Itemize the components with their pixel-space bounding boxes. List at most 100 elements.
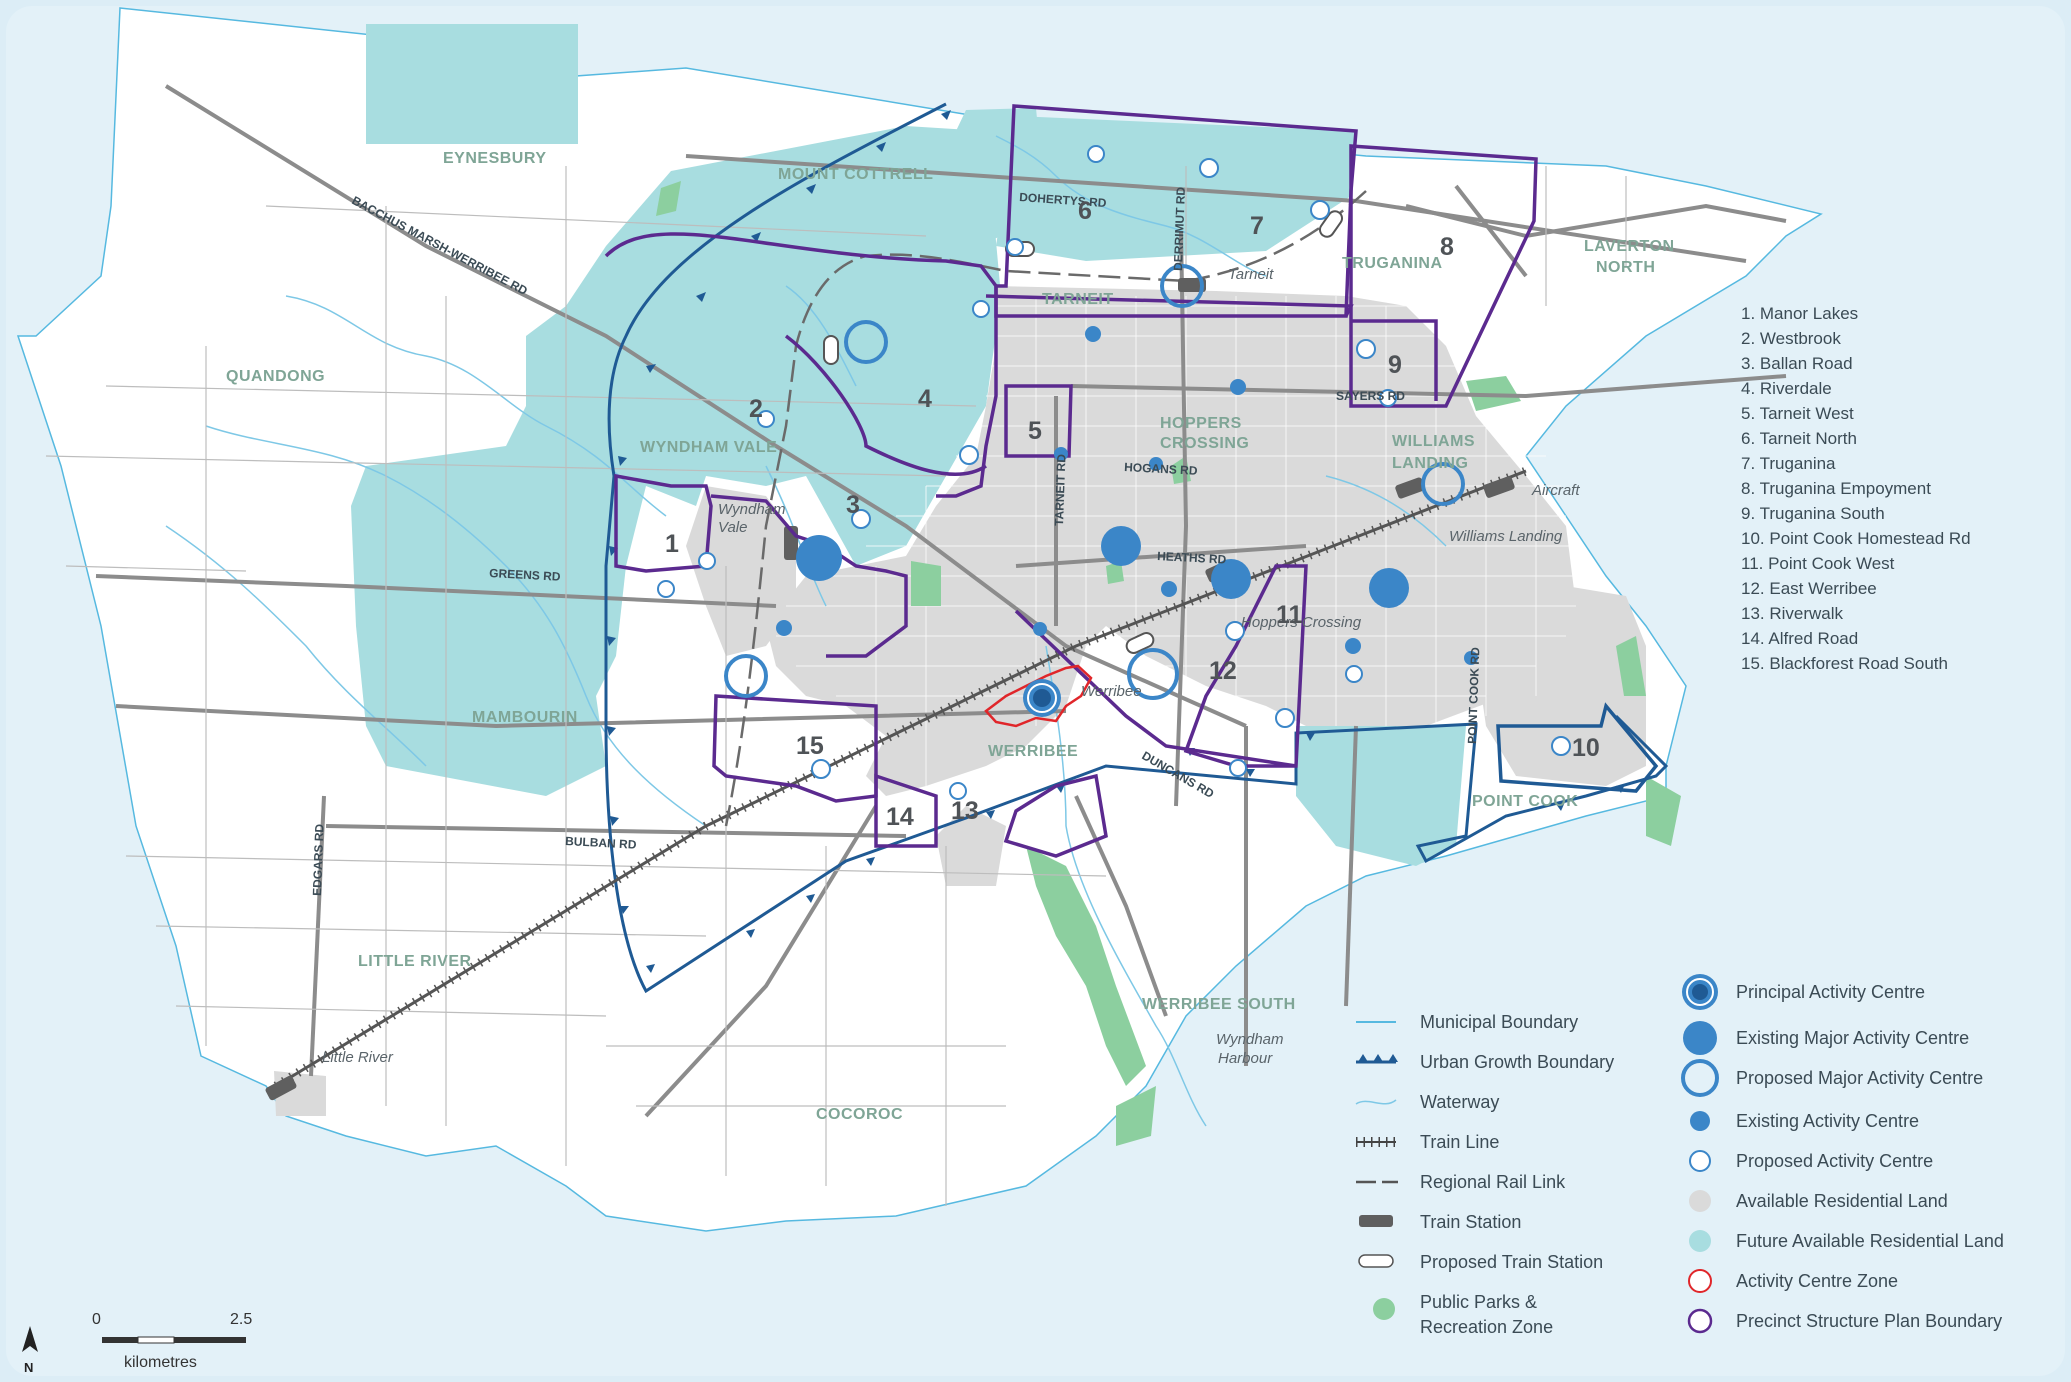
svg-text:10: 10 xyxy=(1572,734,1600,762)
svg-text:4. Riverdale: 4. Riverdale xyxy=(1741,379,1832,398)
svg-text:Public Parks &: Public Parks & xyxy=(1420,1292,1537,1312)
legend-symbols: Principal Activity Centre Existing Major… xyxy=(1681,974,2004,1334)
svg-text:SAYERS RD: SAYERS RD xyxy=(1336,389,1405,403)
future-residential-land-icon xyxy=(1689,1230,1711,1252)
svg-text:HOGANS RD: HOGANS RD xyxy=(1124,460,1198,478)
legend-lines: Municipal Boundary Urban Growth Boundary… xyxy=(1355,1012,1614,1337)
svg-text:EYNESBURY: EYNESBURY xyxy=(443,150,546,167)
svg-text:5: 5 xyxy=(1028,417,1042,445)
svg-text:10. Point Cook Homestead Rd: 10. Point Cook Homestead Rd xyxy=(1741,529,1971,548)
svg-text:kilometres: kilometres xyxy=(124,1354,197,1371)
svg-text:Existing Major Activity Centre: Existing Major Activity Centre xyxy=(1736,1028,1969,1048)
svg-text:Recreation Zone: Recreation Zone xyxy=(1420,1317,1553,1337)
svg-text:Werribee: Werribee xyxy=(1081,683,1142,700)
existing-major-activity-centre xyxy=(796,535,842,581)
proposed-train-station-icon xyxy=(1358,1254,1394,1268)
proposed-major-activity-centre-icon xyxy=(1681,1059,1719,1097)
svg-text:WILLIAMS: WILLIAMS xyxy=(1392,433,1475,450)
proposed-major-activity-centre xyxy=(1160,264,1204,308)
svg-text:LANDING: LANDING xyxy=(1392,455,1468,472)
svg-text:Proposed Train Station: Proposed Train Station xyxy=(1420,1252,1603,1272)
svg-text:HOPPERS: HOPPERS xyxy=(1160,415,1242,432)
svg-text:12: 12 xyxy=(1209,657,1237,685)
waterways xyxy=(165,135,1447,1127)
svg-text:6: 6 xyxy=(1078,197,1092,225)
svg-text:DERRIMUT RD: DERRIMUT RD xyxy=(1171,186,1188,271)
psp-boundary-10 xyxy=(1496,702,1659,793)
scale-bar: 0 2.5 kilometres xyxy=(92,1311,252,1371)
svg-text:TARNEIT RD: TARNEIT RD xyxy=(1052,454,1069,527)
north-arrow: N xyxy=(22,1326,38,1375)
svg-text:BULBAN RD: BULBAN RD xyxy=(565,834,637,852)
existing-major-activity-centre xyxy=(1369,568,1409,608)
proposed-major-activity-centre xyxy=(844,320,888,364)
svg-text:15: 15 xyxy=(796,732,824,760)
svg-text:POINT COOK: POINT COOK xyxy=(1472,793,1578,810)
minor-roads xyxy=(45,166,1627,1206)
svg-text:1. Manor Lakes: 1. Manor Lakes xyxy=(1741,304,1858,323)
svg-text:POINT COOK RD: POINT COOK RD xyxy=(1465,647,1482,744)
svg-text:4: 4 xyxy=(918,385,932,413)
svg-text:Hoppers Crossing: Hoppers Crossing xyxy=(1241,614,1362,631)
svg-text:Aircraft: Aircraft xyxy=(1531,482,1580,499)
svg-text:LAVERTON: LAVERTON xyxy=(1584,238,1675,255)
existing-major-activity-centre-icon xyxy=(1683,1021,1717,1055)
svg-text:Vale: Vale xyxy=(718,519,747,536)
svg-text:Proposed Activity Centre: Proposed Activity Centre xyxy=(1736,1151,1933,1171)
svg-text:2. Westbrook: 2. Westbrook xyxy=(1741,329,1841,348)
waterway-icon xyxy=(1355,1099,1397,1105)
proposed-major-activity-centre xyxy=(1421,462,1465,506)
place-labels: EYNESBURY MOUNT COTTRELL QUANDONG WYNDHA… xyxy=(226,150,1675,1123)
svg-text:Future Available Residential L: Future Available Residential Land xyxy=(1736,1231,2004,1251)
train-stations xyxy=(265,278,1515,1101)
svg-text:HEATHS RD: HEATHS RD xyxy=(1157,549,1227,567)
svg-text:5. Tarneit West: 5. Tarneit West xyxy=(1741,404,1854,423)
svg-text:Tarneit: Tarneit xyxy=(1228,266,1274,283)
svg-text:LITTLE RIVER: LITTLE RIVER xyxy=(358,953,472,970)
svg-text:Williams Landing: Williams Landing xyxy=(1449,528,1563,545)
svg-text:9: 9 xyxy=(1388,351,1402,379)
svg-text:11: 11 xyxy=(1276,601,1303,629)
activity-centres xyxy=(657,145,1571,800)
existing-major-activity-centre xyxy=(1211,559,1251,599)
svg-text:2.5: 2.5 xyxy=(230,1311,252,1328)
svg-text:14. Alfred Road: 14. Alfred Road xyxy=(1741,629,1858,648)
svg-text:Train Station: Train Station xyxy=(1420,1212,1521,1232)
svg-text:Available Residential Land: Available Residential Land xyxy=(1736,1191,1948,1211)
svg-text:DOHERTYS RD: DOHERTYS RD xyxy=(1019,190,1107,210)
svg-text:0: 0 xyxy=(92,1311,101,1328)
train-line xyxy=(273,466,1528,1090)
svg-text:Waterway: Waterway xyxy=(1420,1092,1499,1112)
svg-text:2: 2 xyxy=(749,395,763,423)
urban-growth-boundary-icon xyxy=(1356,1054,1398,1064)
svg-text:Wyndham: Wyndham xyxy=(1216,1031,1284,1048)
svg-text:COCOROC: COCOROC xyxy=(816,1106,903,1123)
svg-text:Train Line: Train Line xyxy=(1420,1132,1499,1152)
svg-text:TARNEIT: TARNEIT xyxy=(1042,291,1114,308)
proposed-activity-centre-icon xyxy=(1689,1150,1711,1172)
svg-text:12. East Werribee: 12. East Werribee xyxy=(1741,579,1877,598)
svg-text:13. Riverwalk: 13. Riverwalk xyxy=(1741,604,1844,623)
psp-boundaries xyxy=(604,104,1538,858)
svg-text:MOUNT COTTRELL: MOUNT COTTRELL xyxy=(778,166,933,183)
svg-text:CROSSING: CROSSING xyxy=(1160,435,1249,452)
available-residential-land-icon xyxy=(1689,1190,1711,1212)
proposed-major-activity-centre xyxy=(1127,648,1179,700)
public-parks xyxy=(656,181,1681,1146)
svg-text:14: 14 xyxy=(886,803,914,831)
svg-text:15. Blackforest Road South: 15. Blackforest Road South xyxy=(1741,654,1948,673)
psp-list: 1. Manor Lakes 2. Westbrook 3. Ballan Ro… xyxy=(1741,304,1971,673)
train-station-icon xyxy=(1359,1215,1393,1227)
svg-text:N: N xyxy=(24,1360,33,1375)
svg-text:WYNDHAM VALE: WYNDHAM VALE xyxy=(640,439,777,456)
svg-text:3. Ballan Road: 3. Ballan Road xyxy=(1741,354,1853,373)
svg-text:Urban Growth Boundary: Urban Growth Boundary xyxy=(1420,1052,1614,1072)
svg-text:8. Truganina Empoyment: 8. Truganina Empoyment xyxy=(1741,479,1931,498)
svg-text:Activity Centre Zone: Activity Centre Zone xyxy=(1736,1271,1898,1291)
svg-text:Proposed Major Activity Centre: Proposed Major Activity Centre xyxy=(1736,1068,1983,1088)
existing-activity-centre-icon xyxy=(1690,1111,1710,1131)
svg-text:WERRIBEE SOUTH: WERRIBEE SOUTH xyxy=(1142,996,1296,1013)
svg-text:WERRIBEE: WERRIBEE xyxy=(988,743,1078,760)
precinct-numbers: 1 2 3 4 5 6 7 8 9 10 11 12 13 14 15 xyxy=(665,197,1600,831)
svg-text:EDGARS RD: EDGARS RD xyxy=(310,823,327,896)
